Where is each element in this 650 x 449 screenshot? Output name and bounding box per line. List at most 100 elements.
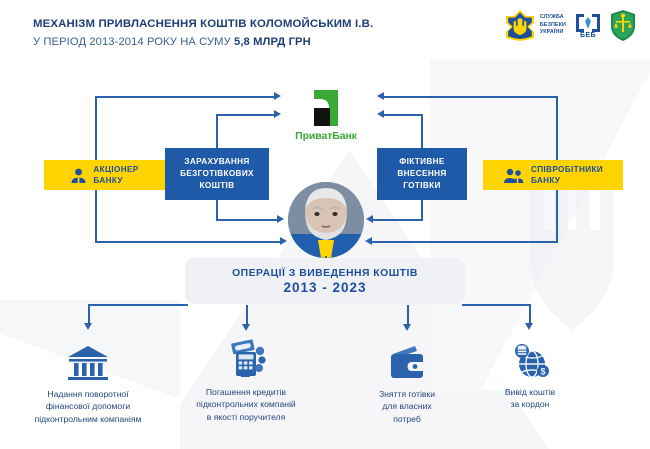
outcome-0-line1: Надання поворотної <box>47 389 129 399</box>
outcome-caption-2: Зняття готівки для власних потреб <box>327 388 487 425</box>
shareholder-label-line1: АКЦІОНЕР <box>93 164 139 174</box>
noncash-transfer-node[interactable]: ЗАРАХУВАННЯ БЕЗГОТІВКОВИХ КОШТІВ <box>165 148 269 200</box>
fictitious-label-line1: ФІКТИВНЕ <box>399 157 445 167</box>
sbu-text-line1: СЛУЖБА <box>539 13 564 20</box>
connector-employees-vertical <box>556 96 558 160</box>
beb-bracket-icon <box>576 13 600 32</box>
page-title-line2: У ПЕРІОД 2013-2014 РОКУ НА СУМУ 5,8 МЛРД… <box>33 36 311 48</box>
trident-watermark <box>470 150 650 350</box>
outcome-1-line2: підконтрольних компаній <box>196 399 296 410</box>
connector-shareholder-horizontal <box>95 96 275 98</box>
svg-text:$: $ <box>540 366 545 376</box>
outcome-1-line1: Погашення кредитів <box>205 387 287 397</box>
outcome-item-3: $ Вивід коштів за кордон <box>460 336 600 411</box>
connector-fictitious-down <box>421 200 423 220</box>
noncash-label-line2: БЕЗГОТІВКОВИХ <box>180 169 254 179</box>
outcome-caption-1: Погашення кредитів підконтрольних компан… <box>166 386 326 423</box>
operations-banner: ОПЕРАЦІЇ З ВИВЕДЕННЯ КОШТІВ 2013 - 2023 <box>185 258 465 304</box>
connector-branch-2-vertical <box>407 305 409 325</box>
sbu-cross-icon <box>505 10 534 41</box>
connector-employees-down <box>556 190 558 242</box>
header: МЕХАНІЗМ ПРИВЛАСНЕННЯ КОШТІВ КОЛОМОЙСЬКИ… <box>0 0 650 62</box>
privatbank-logo-icon <box>298 88 354 128</box>
arrow-to-outcome-1 <box>242 324 250 331</box>
outcome-2-line2: для власних <box>382 401 432 412</box>
connector-shareholder-down <box>95 190 97 242</box>
arrow-fictitious-to-portrait <box>366 215 373 223</box>
outcome-item-1: Погашення кредитів підконтрольних компан… <box>166 336 326 423</box>
people-group-icon <box>503 168 524 183</box>
outcome-caption-0: Надання поворотної фінансової допомоги п… <box>8 388 168 425</box>
connector-employees-to-center <box>372 241 558 243</box>
outcome-item-0: Надання поворотної фінансової допомоги п… <box>8 338 168 425</box>
shareholder-label: АКЦІОНЕР БАНКУ <box>93 164 138 187</box>
arrow-employees-to-bank <box>377 92 384 100</box>
connector-banner-right-horizontal <box>462 304 530 306</box>
arrow-to-outcome-0 <box>84 323 92 330</box>
arrow-left-to-portrait <box>280 237 287 245</box>
sbu-text-line3: УКРАЇНИ <box>539 29 564 36</box>
bank-building-icon <box>8 338 168 382</box>
beb-logo: БЕБ <box>575 13 601 39</box>
outcome-0-line2: фінансової допомоги <box>45 401 131 412</box>
arrow-fictitious-to-bank <box>377 110 384 118</box>
arrow-noncash-to-bank <box>274 110 281 118</box>
connector-noncash-down <box>216 200 218 220</box>
sbu-logo-text: СЛУЖБА БЕЗПЕКИ УКРАЇНИ <box>540 14 566 37</box>
privatbank-label: ПриватБанк <box>295 130 357 142</box>
connector-branch-1-vertical <box>246 305 248 325</box>
arrow-noncash-to-portrait <box>277 215 284 223</box>
connector-shareholder-vertical <box>95 96 97 160</box>
connector-branch-0-vertical <box>88 304 90 324</box>
outcome-item-2: Зняття готівки для власних потреб <box>327 338 487 425</box>
person-portrait-avatar <box>288 182 364 258</box>
outcome-3-line1: Вивід коштів <box>504 387 556 397</box>
arrow-shareholder-to-bank <box>274 92 281 100</box>
outcome-0-line3: підконтрольним компаніям <box>34 413 142 424</box>
fictitious-label-line3: ГОТІВКИ <box>403 180 441 190</box>
outcome-2-line1: Зняття готівки <box>378 389 435 399</box>
privatbank-node: ПриватБанк <box>290 88 362 142</box>
connector-noncash-horizontal <box>216 114 275 116</box>
globe-money-icon: $ <box>460 336 600 380</box>
banner-years: 2013 - 2023 <box>283 279 367 295</box>
employees-node[interactable]: СПІВРОБІТНИКИ БАНКУ <box>483 160 623 190</box>
connector-fictitious-vertical <box>421 114 423 148</box>
beb-logo-text: БЕБ <box>580 31 596 39</box>
person-icon <box>71 168 86 183</box>
connector-fictitious-to-center <box>373 219 423 221</box>
outcome-3-line2: за кордон <box>510 399 550 410</box>
connector-employees-horizontal <box>384 96 558 98</box>
shareholder-label-line2: БАНКУ <box>93 176 123 185</box>
arrow-to-outcome-3 <box>525 323 533 330</box>
outcome-1-line3: в якості поручителя <box>206 411 286 422</box>
wallet-icon <box>327 338 487 382</box>
page-subtitle-text: У ПЕРІОД 2013-2014 РОКУ НА СУМУ <box>33 36 235 48</box>
logo-group: СЛУЖБА БЕЗПЕКИ УКРАЇНИ БЕБ <box>505 9 636 42</box>
outcome-caption-3: Вивід коштів за кордон <box>460 386 600 411</box>
connector-fictitious-horizontal <box>384 114 422 116</box>
page-subtitle-amount: 5,8 МЛРД ГРН <box>234 36 311 48</box>
arrow-to-outcome-2 <box>403 324 411 331</box>
noncash-label-line1: ЗАРАХУВАННЯ <box>184 157 250 167</box>
outcome-2-line3: потреб <box>393 413 421 424</box>
noncash-label-line3: КОШТІВ <box>199 180 235 190</box>
arrow-right-to-portrait <box>365 237 372 245</box>
employees-label-line1: СПІВРОБІТНИКИ <box>530 164 604 174</box>
sbu-logo: СЛУЖБА БЕЗПЕКИ УКРАЇНИ <box>505 9 566 42</box>
fictitious-cash-node[interactable]: ФІКТИВНЕ ВНЕСЕННЯ ГОТІВКИ <box>377 148 467 200</box>
employees-label: СПІВРОБІТНИКИ БАНКУ <box>531 164 603 187</box>
page-title-line1: МЕХАНІЗМ ПРИВЛАСНЕННЯ КОШТІВ КОЛОМОЙСЬКИ… <box>33 18 374 30</box>
connector-shareholder-to-center <box>95 241 281 243</box>
shareholder-node[interactable]: АКЦІОНЕР БАНКУ <box>44 160 165 190</box>
banner-title: ОПЕРАЦІЇ З ВИВЕДЕННЯ КОШТІВ <box>232 267 418 279</box>
employees-label-line2: БАНКУ <box>530 176 561 185</box>
prosecutor-emblem-icon <box>611 10 635 41</box>
connector-noncash-vertical <box>216 114 218 148</box>
connector-banner-left-horizontal <box>88 304 188 306</box>
connector-branch-3-vertical <box>529 304 531 324</box>
sbu-text-line2: БЕЗПЕКИ <box>539 21 566 28</box>
connector-noncash-to-center <box>216 219 278 221</box>
money-calculator-icon <box>166 336 326 380</box>
